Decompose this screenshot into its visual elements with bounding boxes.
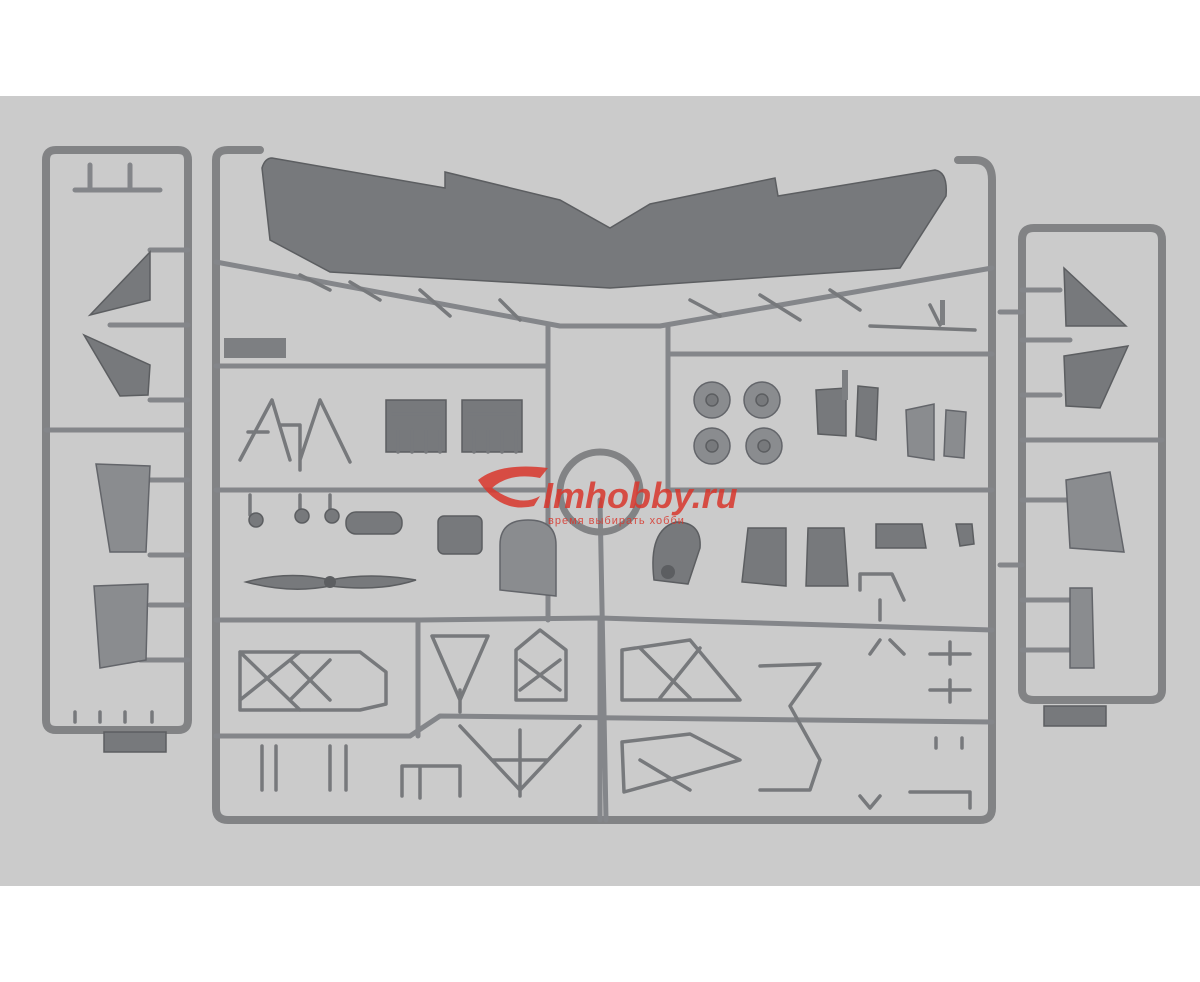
- panel-part: [905, 403, 935, 461]
- car-swoosh-logo: [478, 466, 548, 508]
- engine-block-part: [385, 399, 523, 454]
- fuselage-frame-part: [238, 650, 388, 712]
- wing-part: [261, 157, 948, 289]
- right-sprue-frame: [997, 224, 1166, 727]
- sprue-tab: [103, 731, 167, 753]
- small-part: [955, 523, 975, 547]
- left-sprue-frame: [42, 146, 192, 753]
- cowl-panel-part: [741, 527, 787, 587]
- stabilizer-part: [1063, 345, 1130, 409]
- gear-strut-part: [238, 398, 352, 472]
- main-sprue-frame: [212, 146, 996, 824]
- small-part: [875, 523, 927, 549]
- rudder-part: [93, 583, 149, 669]
- cowling-ring-part: [556, 448, 644, 536]
- watermark: Imhobby.ru время выбирать хобби: [478, 466, 738, 527]
- tail-fin-part: [87, 250, 151, 317]
- z-strut-part: [758, 662, 822, 792]
- cowl-panel-part: [805, 527, 849, 587]
- panel-part: [815, 387, 847, 437]
- watermark-brand: Imhobby.ru: [543, 475, 738, 516]
- sprue-tab: [224, 338, 286, 358]
- panel-part: [855, 385, 879, 441]
- exhaust-part: [345, 511, 403, 535]
- sprue-tab: [1043, 705, 1107, 727]
- wing-strut-part: [620, 638, 742, 702]
- engine-cowl-part: [437, 515, 483, 555]
- seat-back-part: [499, 519, 557, 597]
- wheel-part: [693, 381, 783, 465]
- rudder-part: [95, 463, 151, 553]
- rudder-part: [1065, 471, 1125, 553]
- stabilizer-part: [1063, 266, 1128, 327]
- watermark-tagline: время выбирать хобби: [548, 515, 685, 527]
- rudder-part: [1069, 587, 1095, 669]
- tail-fin-part: [82, 333, 151, 397]
- panel-part: [943, 409, 967, 459]
